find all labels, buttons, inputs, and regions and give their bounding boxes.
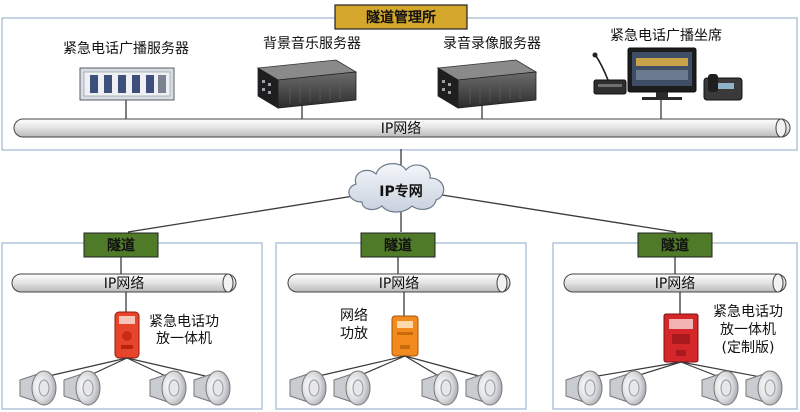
horn-speaker-icon: [701, 370, 739, 406]
tunnel-network-pipe: [287, 273, 511, 293]
horn-speaker-icon: [565, 370, 603, 406]
horn-speaker-icon: [333, 370, 371, 406]
recording-server-icon: [436, 59, 538, 109]
server-label-bgm: 背景音乐服务器: [263, 35, 361, 52]
top-network-label: IP网络: [381, 121, 422, 137]
management-office-box: 隧道管理所: [334, 4, 468, 30]
server-connectors: [125, 100, 662, 119]
device-label-line-2: 放一体机: [720, 322, 776, 338]
bgm-server-icon: [256, 59, 358, 109]
device-label-line-2: 放一体机: [156, 331, 212, 347]
emergency-phone-amplifier-icon: [114, 311, 140, 359]
horn-speaker-icon: [19, 370, 57, 406]
tunnel-panel-3: 隧道 IP网络 紧急电话功 放一体机 (定制版): [552, 232, 798, 410]
device-label-line-1: 紧急电话功: [713, 304, 783, 320]
cloud-to-tunnel-lines: [127, 194, 677, 233]
tunnel-network-pipe: [563, 273, 787, 293]
tunnel-title-box: [360, 232, 436, 258]
server-label-emergency-broadcast: 紧急电话广播服务器: [63, 41, 189, 57]
horn-speaker-icon: [193, 370, 231, 406]
horn-speaker-icon: [745, 370, 783, 406]
horn-speaker-icon: [465, 370, 503, 406]
tunnel-panel-2: 隧道 IP网络 网络 功放: [275, 232, 527, 410]
cloud-label: IP专网: [379, 183, 422, 200]
device-label-line-2: 功放: [340, 326, 368, 342]
device-label-line-1: 网络: [340, 308, 368, 324]
management-office-title: 隧道管理所: [366, 9, 436, 26]
top-network-pipe: IP网络: [13, 118, 791, 138]
tunnel-title-box: [83, 232, 159, 258]
device-label-line-3: (定制版): [722, 340, 775, 356]
horn-speaker-icon: [421, 370, 459, 406]
horn-speaker-icon: [149, 370, 187, 406]
ip-private-network-cloud: IP专网: [348, 163, 445, 213]
console-workstation-icon: [592, 47, 743, 101]
tunnel-title: 隧道: [107, 237, 135, 254]
tunnel-network-label: IP网络: [379, 276, 420, 292]
horn-speaker-icon: [289, 370, 327, 406]
tunnel-title-box: [637, 232, 713, 258]
horn-speaker-icon: [63, 370, 101, 406]
custom-emergency-phone-amplifier-icon: [663, 313, 699, 363]
tunnel-panel-1: 隧道 IP网络 紧急电话功 放一体机: [1, 232, 263, 410]
tunnel-title: 隧道: [384, 237, 412, 254]
rack-server-icon: [79, 67, 175, 101]
tunnel-network-label: IP网络: [655, 276, 696, 292]
horn-speaker-icon: [609, 370, 647, 406]
network-amplifier-icon: [391, 315, 419, 357]
tunnel-network-pipe: [11, 273, 237, 293]
server-label-recording: 录音录像服务器: [443, 35, 541, 52]
tunnel-network-label: IP网络: [104, 276, 145, 292]
device-label-line-1: 紧急电话功: [149, 314, 219, 330]
server-label-console: 紧急电话广播坐席: [610, 28, 722, 44]
tunnel-title: 隧道: [661, 237, 689, 254]
